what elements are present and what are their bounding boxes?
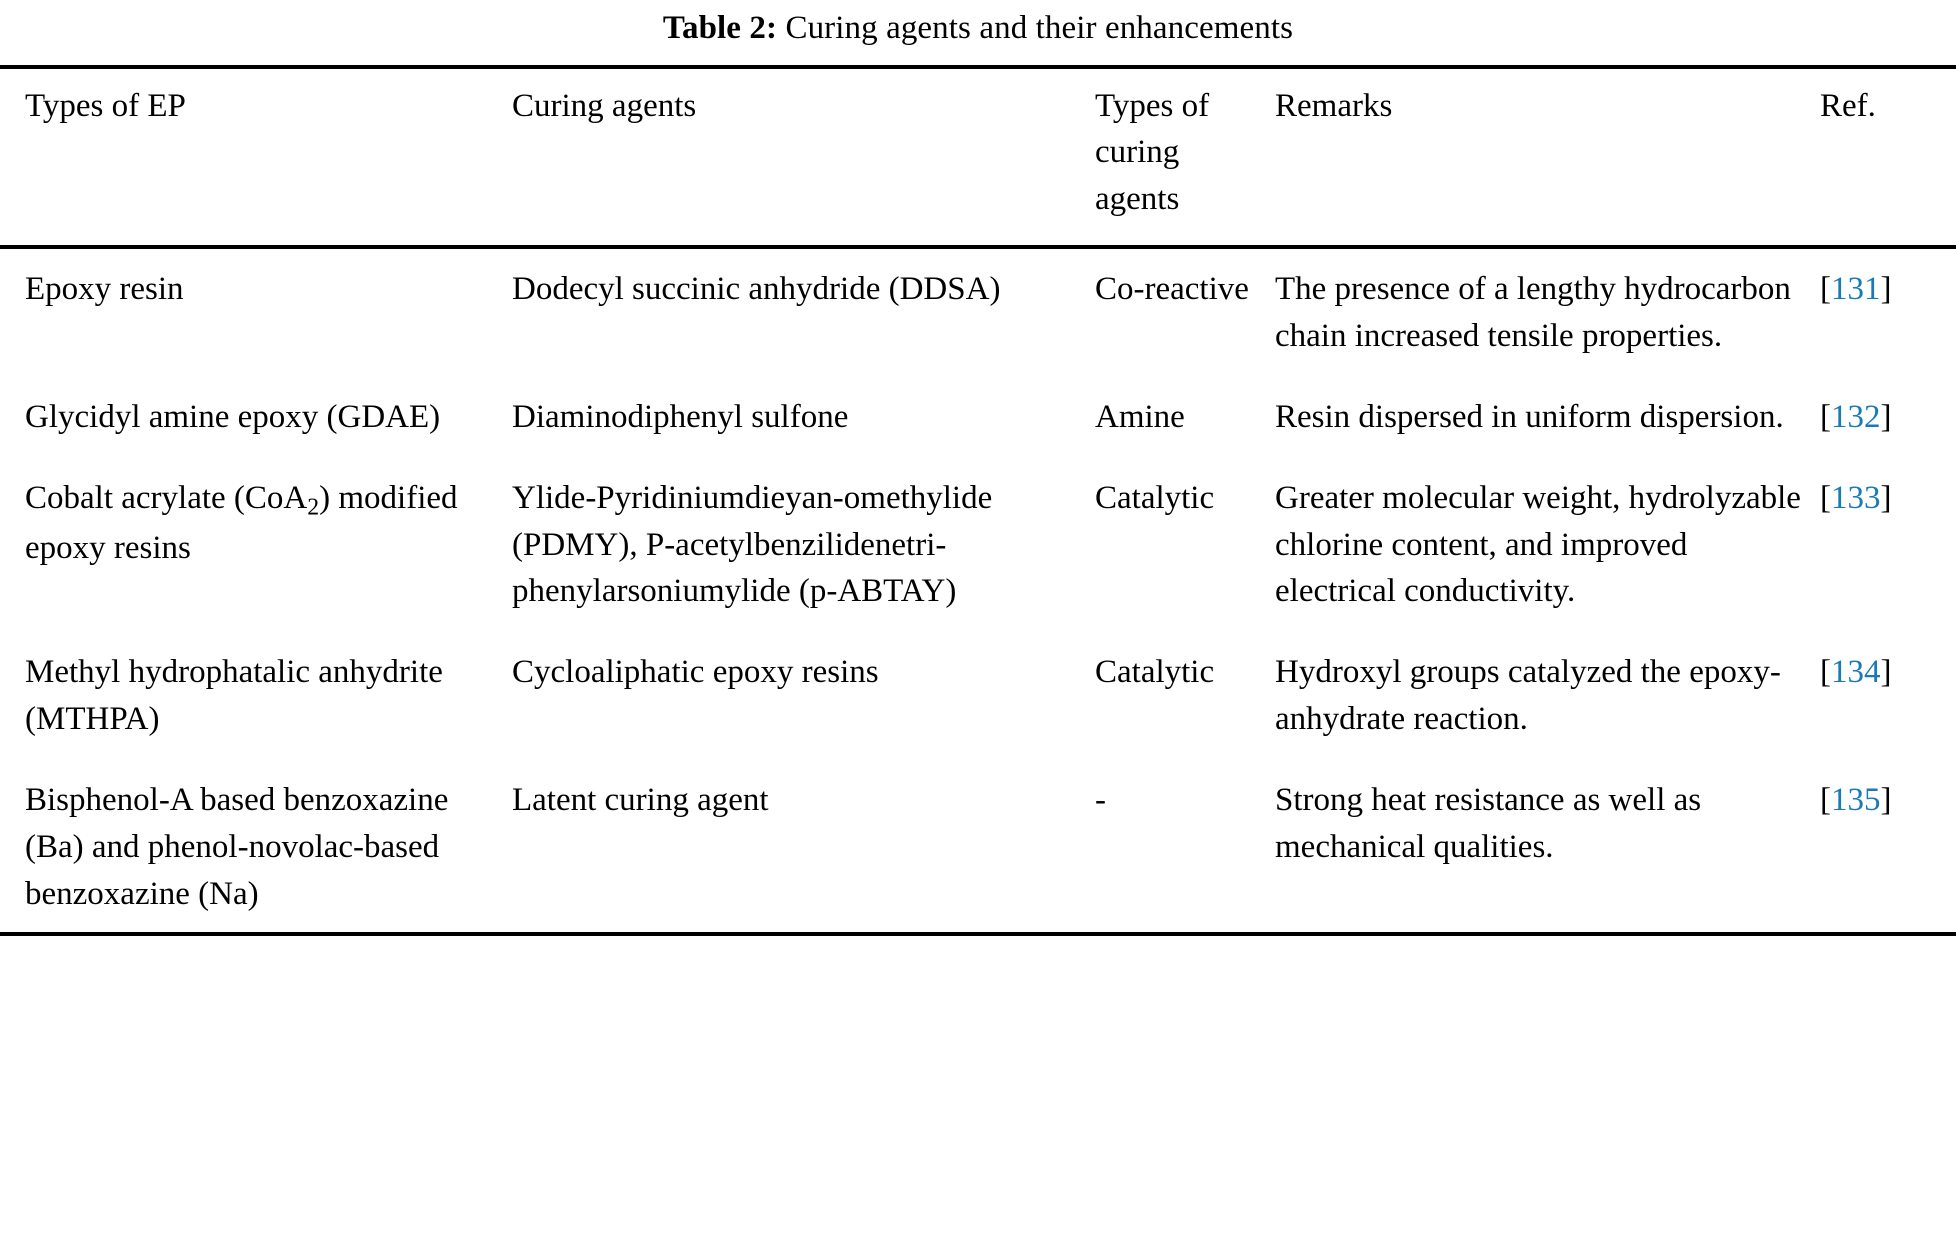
cell-type-of-ep-subscript: 2 xyxy=(307,494,320,521)
table-row: Glycidyl amine epoxy (GDAE) Diaminodiphe… xyxy=(0,377,1956,458)
ref-bracket-open: [ xyxy=(1820,479,1831,516)
column-header-remarks: Remarks xyxy=(1275,64,1820,250)
ref-bracket-open: [ xyxy=(1820,654,1831,691)
cell-reference: [134] xyxy=(1820,632,1956,760)
ref-bracket-close: ] xyxy=(1880,271,1892,308)
column-header-types-of-curing-agents: Types of curing agents xyxy=(1095,64,1275,250)
ref-bracket-open: [ xyxy=(1820,271,1831,308)
ref-bracket-close: ] xyxy=(1880,782,1892,818)
table-row: Epoxy resin Dodecyl succinic anhydride (… xyxy=(0,247,1956,377)
reference-link[interactable]: 132 xyxy=(1831,398,1881,435)
table-row: Bisphenol-A based benzoxazine (Ba) and p… xyxy=(0,760,1956,936)
table-caption-label: Table 2: xyxy=(662,10,778,46)
cell-type-of-ep: Bisphenol-A based benzoxazine (Ba) and p… xyxy=(0,760,512,936)
table-row: Methyl hydrophatalic anhydrite (MTHPA) C… xyxy=(0,632,1956,760)
cell-reference: [133] xyxy=(1820,458,1956,633)
reference-link[interactable]: 133 xyxy=(1831,479,1881,516)
curing-agents-table: Types of EP Curing agents Types of curin… xyxy=(0,64,1956,936)
cell-curing-agent: Cycloaliphatic epoxy resins xyxy=(512,654,879,691)
cell-type-of-curing-agent: - xyxy=(1095,760,1275,936)
column-header-ref: Ref. xyxy=(1820,64,1956,250)
cell-curing-agent: Ylide-Pyridiniumdieyan-omethylide (PDMY)… xyxy=(512,479,993,610)
cell-reference: [131] xyxy=(1820,247,1956,377)
cell-remarks: Strong heat resistance as well as mechan… xyxy=(1275,760,1820,936)
cell-type-of-ep: Methyl hydrophatalic anhydrite (MTHPA) xyxy=(25,654,443,738)
cell-type-of-ep: Epoxy resin xyxy=(25,271,184,308)
reference-link[interactable]: 135 xyxy=(1831,782,1881,818)
table-header-row: Types of EP Curing agents Types of curin… xyxy=(0,64,1956,250)
cell-reference: [135] xyxy=(1820,760,1956,936)
ref-bracket-open: [ xyxy=(1820,782,1831,818)
cell-remarks: Resin dispersed in uniform dispersion. xyxy=(1275,398,1784,435)
reference-link[interactable]: 134 xyxy=(1831,654,1881,691)
cell-remarks: Hydroxyl groups catalyzed the epoxy-anhy… xyxy=(1275,654,1781,738)
ref-bracket-open: [ xyxy=(1820,398,1831,435)
cell-type-of-ep: Glycidyl amine epoxy (GDAE) xyxy=(25,398,441,435)
column-header-curing-agents: Curing agents xyxy=(512,64,1095,250)
table-caption-text: Curing agents and their enhancements xyxy=(785,10,1294,46)
cell-remarks: The presence of a lengthy hydrocarbon ch… xyxy=(1275,271,1791,354)
cell-curing-agent: Diaminodiphenyl sulfone xyxy=(512,398,849,435)
column-header-types-of-ep: Types of EP xyxy=(0,64,512,250)
cell-type-of-curing-agent: Amine xyxy=(1095,398,1185,435)
reference-link[interactable]: 131 xyxy=(1831,271,1881,308)
table-container: Table 2: Curing agents and their enhance… xyxy=(0,0,1956,936)
table-row: Cobalt acrylate (CoA2) modified epoxy re… xyxy=(0,458,1956,633)
cell-type-of-ep-post: ) modified epoxy resins xyxy=(25,479,458,567)
cell-curing-agent: Dodecyl succinic anhydride (DDSA) xyxy=(512,271,1001,308)
ref-bracket-close: ] xyxy=(1880,479,1892,516)
cell-type-of-ep: Cobalt acrylate (CoA2) modified epoxy re… xyxy=(0,458,512,633)
cell-reference: [132] xyxy=(1820,377,1956,458)
cell-type-of-curing-agent: Catalytic xyxy=(1095,654,1215,691)
cell-type-of-curing-agent: Co-reactive xyxy=(1095,271,1249,308)
ref-bracket-close: ] xyxy=(1880,398,1892,435)
cell-type-of-curing-agent: Catalytic xyxy=(1095,479,1215,516)
cell-remarks: Greater molecular weight, hydrolyzable c… xyxy=(1275,479,1801,610)
cell-type-of-ep-pre: Cobalt acrylate (CoA xyxy=(25,479,308,516)
table-caption: Table 2: Curing agents and their enhance… xyxy=(0,0,1956,65)
ref-bracket-close: ] xyxy=(1880,654,1892,691)
cell-curing-agent: Latent curing agent xyxy=(512,760,1095,936)
